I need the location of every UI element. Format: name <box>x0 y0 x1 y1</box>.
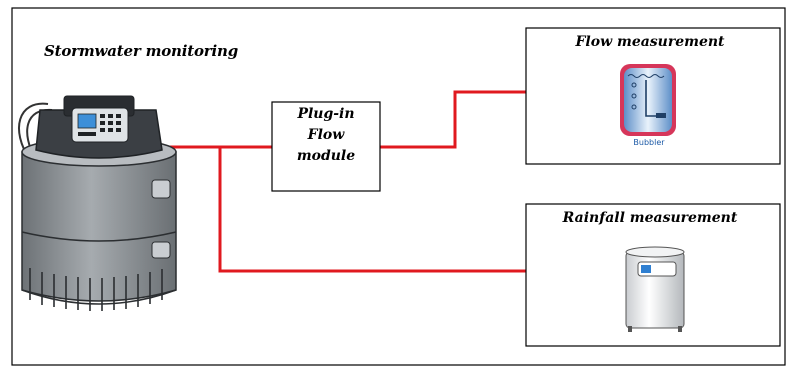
sampler-icon <box>18 95 177 311</box>
diagram-frame <box>11 7 786 366</box>
plugin-module-label: Plug-in Flow module <box>274 104 378 167</box>
bubbler-caption: Bubbler <box>633 138 665 147</box>
flow-measurement-title: Flow measurement <box>575 34 725 50</box>
connector-plugin-to-flow <box>378 90 526 149</box>
plugin-module-line-1: Plug-in <box>297 106 355 122</box>
bubbler-icon <box>620 64 676 136</box>
rainfall-measurement-title: Rainfall measurement <box>562 210 738 226</box>
plugin-module-box <box>271 101 381 192</box>
diagram-title: Stormwater monitoring <box>44 42 238 60</box>
plugin-module-line-3: module <box>296 148 356 164</box>
plugin-module-line-2: Flow <box>307 127 345 143</box>
rain-gauge-icon <box>625 246 685 332</box>
connector-to-rainfall <box>218 147 526 273</box>
